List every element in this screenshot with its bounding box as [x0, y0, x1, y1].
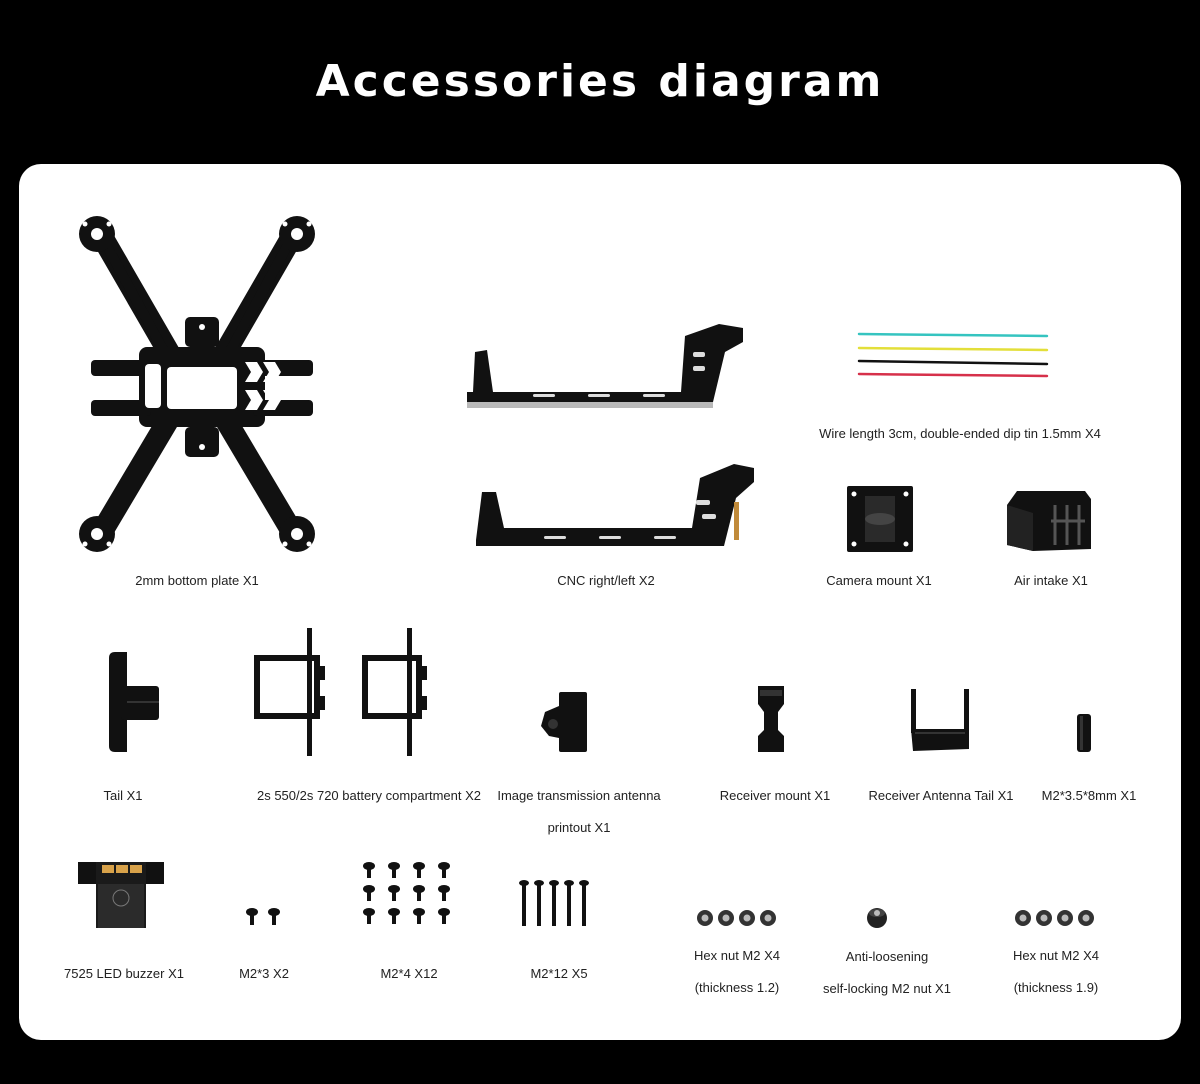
- battery-bracket-icon: [254, 628, 325, 756]
- screw-icon: [246, 908, 280, 925]
- item-label: Air intake X1: [1014, 573, 1088, 588]
- hex-nut-icon: [1015, 910, 1094, 926]
- item-label: Anti-loosening: [845, 949, 929, 964]
- tail-icon: [109, 652, 159, 752]
- long-screw-icon: [519, 880, 589, 926]
- item-label: Tail X1: [103, 788, 143, 803]
- item-label: Hex nut M2 X4: [694, 948, 780, 963]
- antenna-tail-icon: [911, 689, 969, 751]
- item-label: M2*3 X2: [239, 966, 289, 981]
- item-label: (thickness 1.9): [1013, 980, 1099, 995]
- item-label: Wire length 3cm, double-ended dip tin 1.…: [819, 426, 1101, 441]
- item-label: 2mm bottom plate X1: [135, 573, 259, 588]
- buzzer-icon: [78, 862, 164, 928]
- item-label: Receiver Antenna Tail X1: [868, 788, 1014, 803]
- item-label: Camera mount X1: [826, 573, 932, 588]
- item-label: CNC right/left X2: [557, 573, 655, 588]
- wire-icon: [857, 332, 1049, 378]
- lock-nut-icon: [867, 908, 887, 928]
- receiver-mount-icon: [758, 686, 784, 752]
- page-title: Accessories diagram: [315, 56, 885, 107]
- accessories-panel: 2mm bottom plate X1 CNC right/left X2: [19, 164, 1181, 1040]
- item-label: Receiver mount X1: [719, 788, 831, 803]
- standoff-icon: [1077, 714, 1091, 752]
- hex-nut-icon: [697, 910, 776, 926]
- side-rail-icon: [476, 464, 754, 546]
- antenna-mount-icon: [541, 692, 587, 752]
- camera-mount-icon: [847, 486, 913, 552]
- item-label: 2s 550/2s 720 battery compartment X2: [256, 788, 481, 803]
- screw-icon: [363, 862, 450, 924]
- item-label: M2*4 X12: [380, 966, 438, 981]
- carbon-frame-icon: [79, 216, 315, 552]
- item-label: 7525 LED buzzer X1: [64, 966, 184, 981]
- battery-bracket-icon: [362, 628, 427, 756]
- item-label: Hex nut M2 X4: [1013, 948, 1099, 963]
- air-intake-icon: [1007, 491, 1091, 551]
- side-rail-icon: [467, 324, 743, 408]
- item-label: self-locking M2 nut X1: [823, 981, 951, 996]
- item-label: (thickness 1.2): [694, 980, 780, 995]
- item-label: Image transmission antenna: [497, 788, 661, 803]
- item-label: M2*12 X5: [530, 966, 588, 981]
- item-label: printout X1: [547, 820, 611, 835]
- item-label: M2*3.5*8mm X1: [1041, 788, 1137, 803]
